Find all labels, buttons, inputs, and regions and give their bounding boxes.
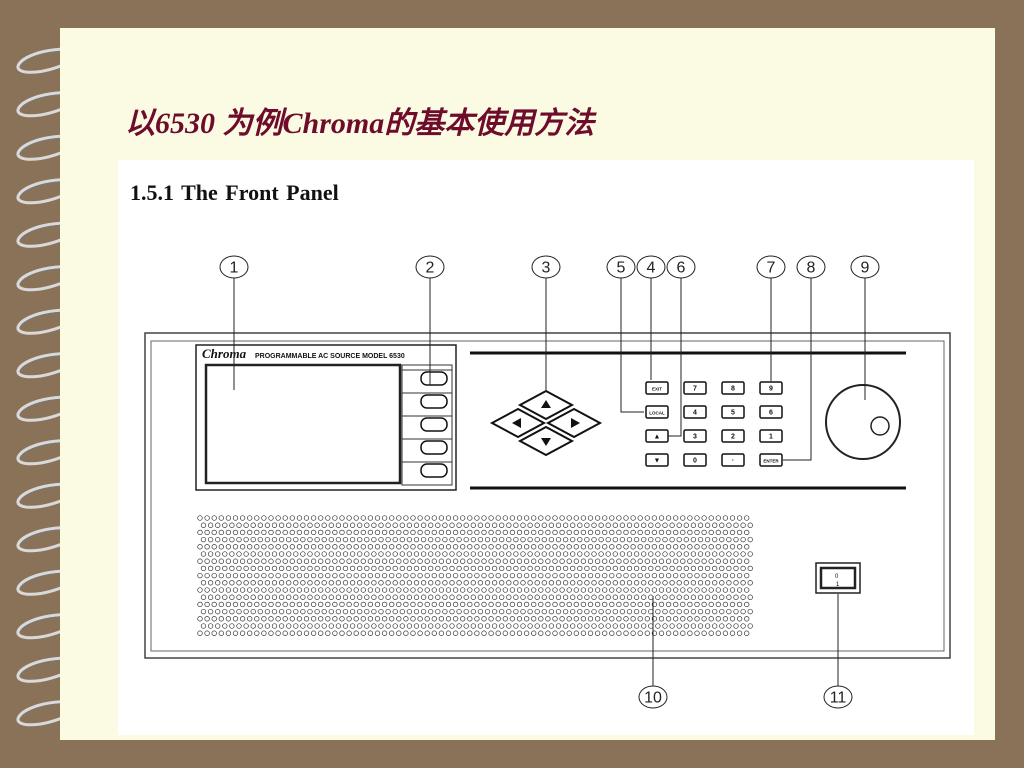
chassis-outline bbox=[144, 332, 951, 659]
callout-leader bbox=[620, 276, 644, 413]
knob-indent bbox=[870, 416, 890, 436]
front-panel-diagram: Chroma PROGRAMMABLE AC SOURCE MODEL 6530… bbox=[144, 255, 951, 709]
left-icon bbox=[489, 407, 547, 439]
down-icon bbox=[517, 425, 575, 457]
callout-11: 11 bbox=[823, 685, 853, 709]
softkey-frame bbox=[401, 364, 453, 486]
keypad-key-label: 8 bbox=[731, 386, 735, 393]
chassis-inner-outline bbox=[150, 340, 945, 652]
keypad-key-label: 1 bbox=[769, 434, 773, 441]
keypad-key: 3 bbox=[683, 429, 707, 443]
keypad-key-label: 6 bbox=[769, 410, 773, 417]
keypad-key: ENTER bbox=[759, 453, 783, 467]
brand-logo: Chroma bbox=[202, 346, 247, 361]
callout-1: 1 bbox=[219, 255, 249, 279]
callout-number: 10 bbox=[644, 690, 662, 707]
keypad-key-label: 7 bbox=[693, 386, 697, 393]
softkey-button bbox=[420, 463, 448, 478]
keypad-key: ▲ bbox=[645, 429, 669, 443]
keypad-key-label: ENTER bbox=[763, 459, 779, 464]
power-switch-rocker bbox=[819, 566, 857, 590]
callout-7: 7 bbox=[756, 255, 786, 279]
keypad-key: EXIT bbox=[645, 381, 669, 395]
callout-number: 4 bbox=[647, 260, 656, 277]
callout-number: 2 bbox=[426, 260, 435, 277]
slide-title: 以6530 为例Chroma的基本使用方法 bbox=[125, 107, 595, 140]
keypad-key-label: 2 bbox=[731, 434, 735, 441]
keypad-key: · bbox=[721, 453, 745, 467]
softkey-button bbox=[420, 417, 448, 432]
keypad-key: 9 bbox=[759, 381, 783, 395]
keypad-key-label: LOCAL bbox=[649, 411, 665, 416]
keypad-key-label: 4 bbox=[693, 410, 697, 417]
keypad-key: 5 bbox=[721, 405, 745, 419]
callout-number: 7 bbox=[767, 260, 776, 277]
keypad-key-label: ▼ bbox=[654, 458, 661, 465]
display-module bbox=[195, 344, 457, 491]
callout-leader bbox=[668, 276, 682, 437]
callout-number: 9 bbox=[861, 260, 870, 277]
right-icon bbox=[545, 407, 603, 439]
callout-10: 10 bbox=[638, 685, 668, 709]
keypad-key: 6 bbox=[759, 405, 783, 419]
keypad-key: LOCAL bbox=[645, 405, 669, 419]
callout-number: 5 bbox=[617, 260, 626, 277]
model-label: PROGRAMMABLE AC SOURCE MODEL 6530 bbox=[255, 353, 405, 360]
keypad-key: ▼ bbox=[645, 453, 669, 467]
keypad-key: 4 bbox=[683, 405, 707, 419]
keypad-key-label: ▲ bbox=[654, 434, 661, 441]
keypad-key-label: EXIT bbox=[652, 387, 662, 392]
softkey-button bbox=[420, 394, 448, 409]
keypad-key-label: 5 bbox=[731, 410, 735, 417]
keypad-key: 8 bbox=[721, 381, 745, 395]
callout-4: 4 bbox=[636, 255, 666, 279]
keypad-key: 1 bbox=[759, 429, 783, 443]
front-panel-figure: Chroma PROGRAMMABLE AC SOURCE MODEL 6530… bbox=[118, 160, 974, 735]
callout-leader bbox=[783, 276, 812, 461]
callout-2: 2 bbox=[415, 255, 445, 279]
callout-number: 11 bbox=[830, 690, 847, 707]
callout-number: 6 bbox=[677, 260, 686, 277]
up-icon bbox=[517, 389, 575, 421]
callout-number: 3 bbox=[542, 260, 551, 277]
softkey-button bbox=[420, 440, 448, 455]
callout-5: 5 bbox=[606, 255, 636, 279]
speaker-grille bbox=[197, 515, 753, 636]
callout-number: 1 bbox=[230, 260, 239, 277]
figure-heading: 1.5.1 The Front Panel bbox=[130, 180, 339, 205]
power-off-mark: 0 bbox=[835, 574, 839, 580]
lcd-screen bbox=[204, 363, 402, 485]
keypad-key-label: 3 bbox=[693, 434, 697, 441]
callout-9: 9 bbox=[850, 255, 880, 279]
power-switch-frame bbox=[815, 562, 861, 594]
keypad-key-label: · bbox=[732, 458, 734, 465]
rotary-knob bbox=[825, 384, 901, 460]
softkey-button bbox=[420, 371, 448, 386]
keypad-key-label: 0 bbox=[693, 458, 697, 465]
callout-6: 6 bbox=[666, 255, 696, 279]
keypad-key: 0 bbox=[683, 453, 707, 467]
callout-8: 8 bbox=[796, 255, 826, 279]
callout-number: 8 bbox=[807, 260, 816, 277]
callout-3: 3 bbox=[531, 255, 561, 279]
power-on-mark: 1 bbox=[836, 582, 840, 588]
keypad-key: 2 bbox=[721, 429, 745, 443]
keypad-key-label: 9 bbox=[769, 386, 773, 393]
keypad-key: 7 bbox=[683, 381, 707, 395]
